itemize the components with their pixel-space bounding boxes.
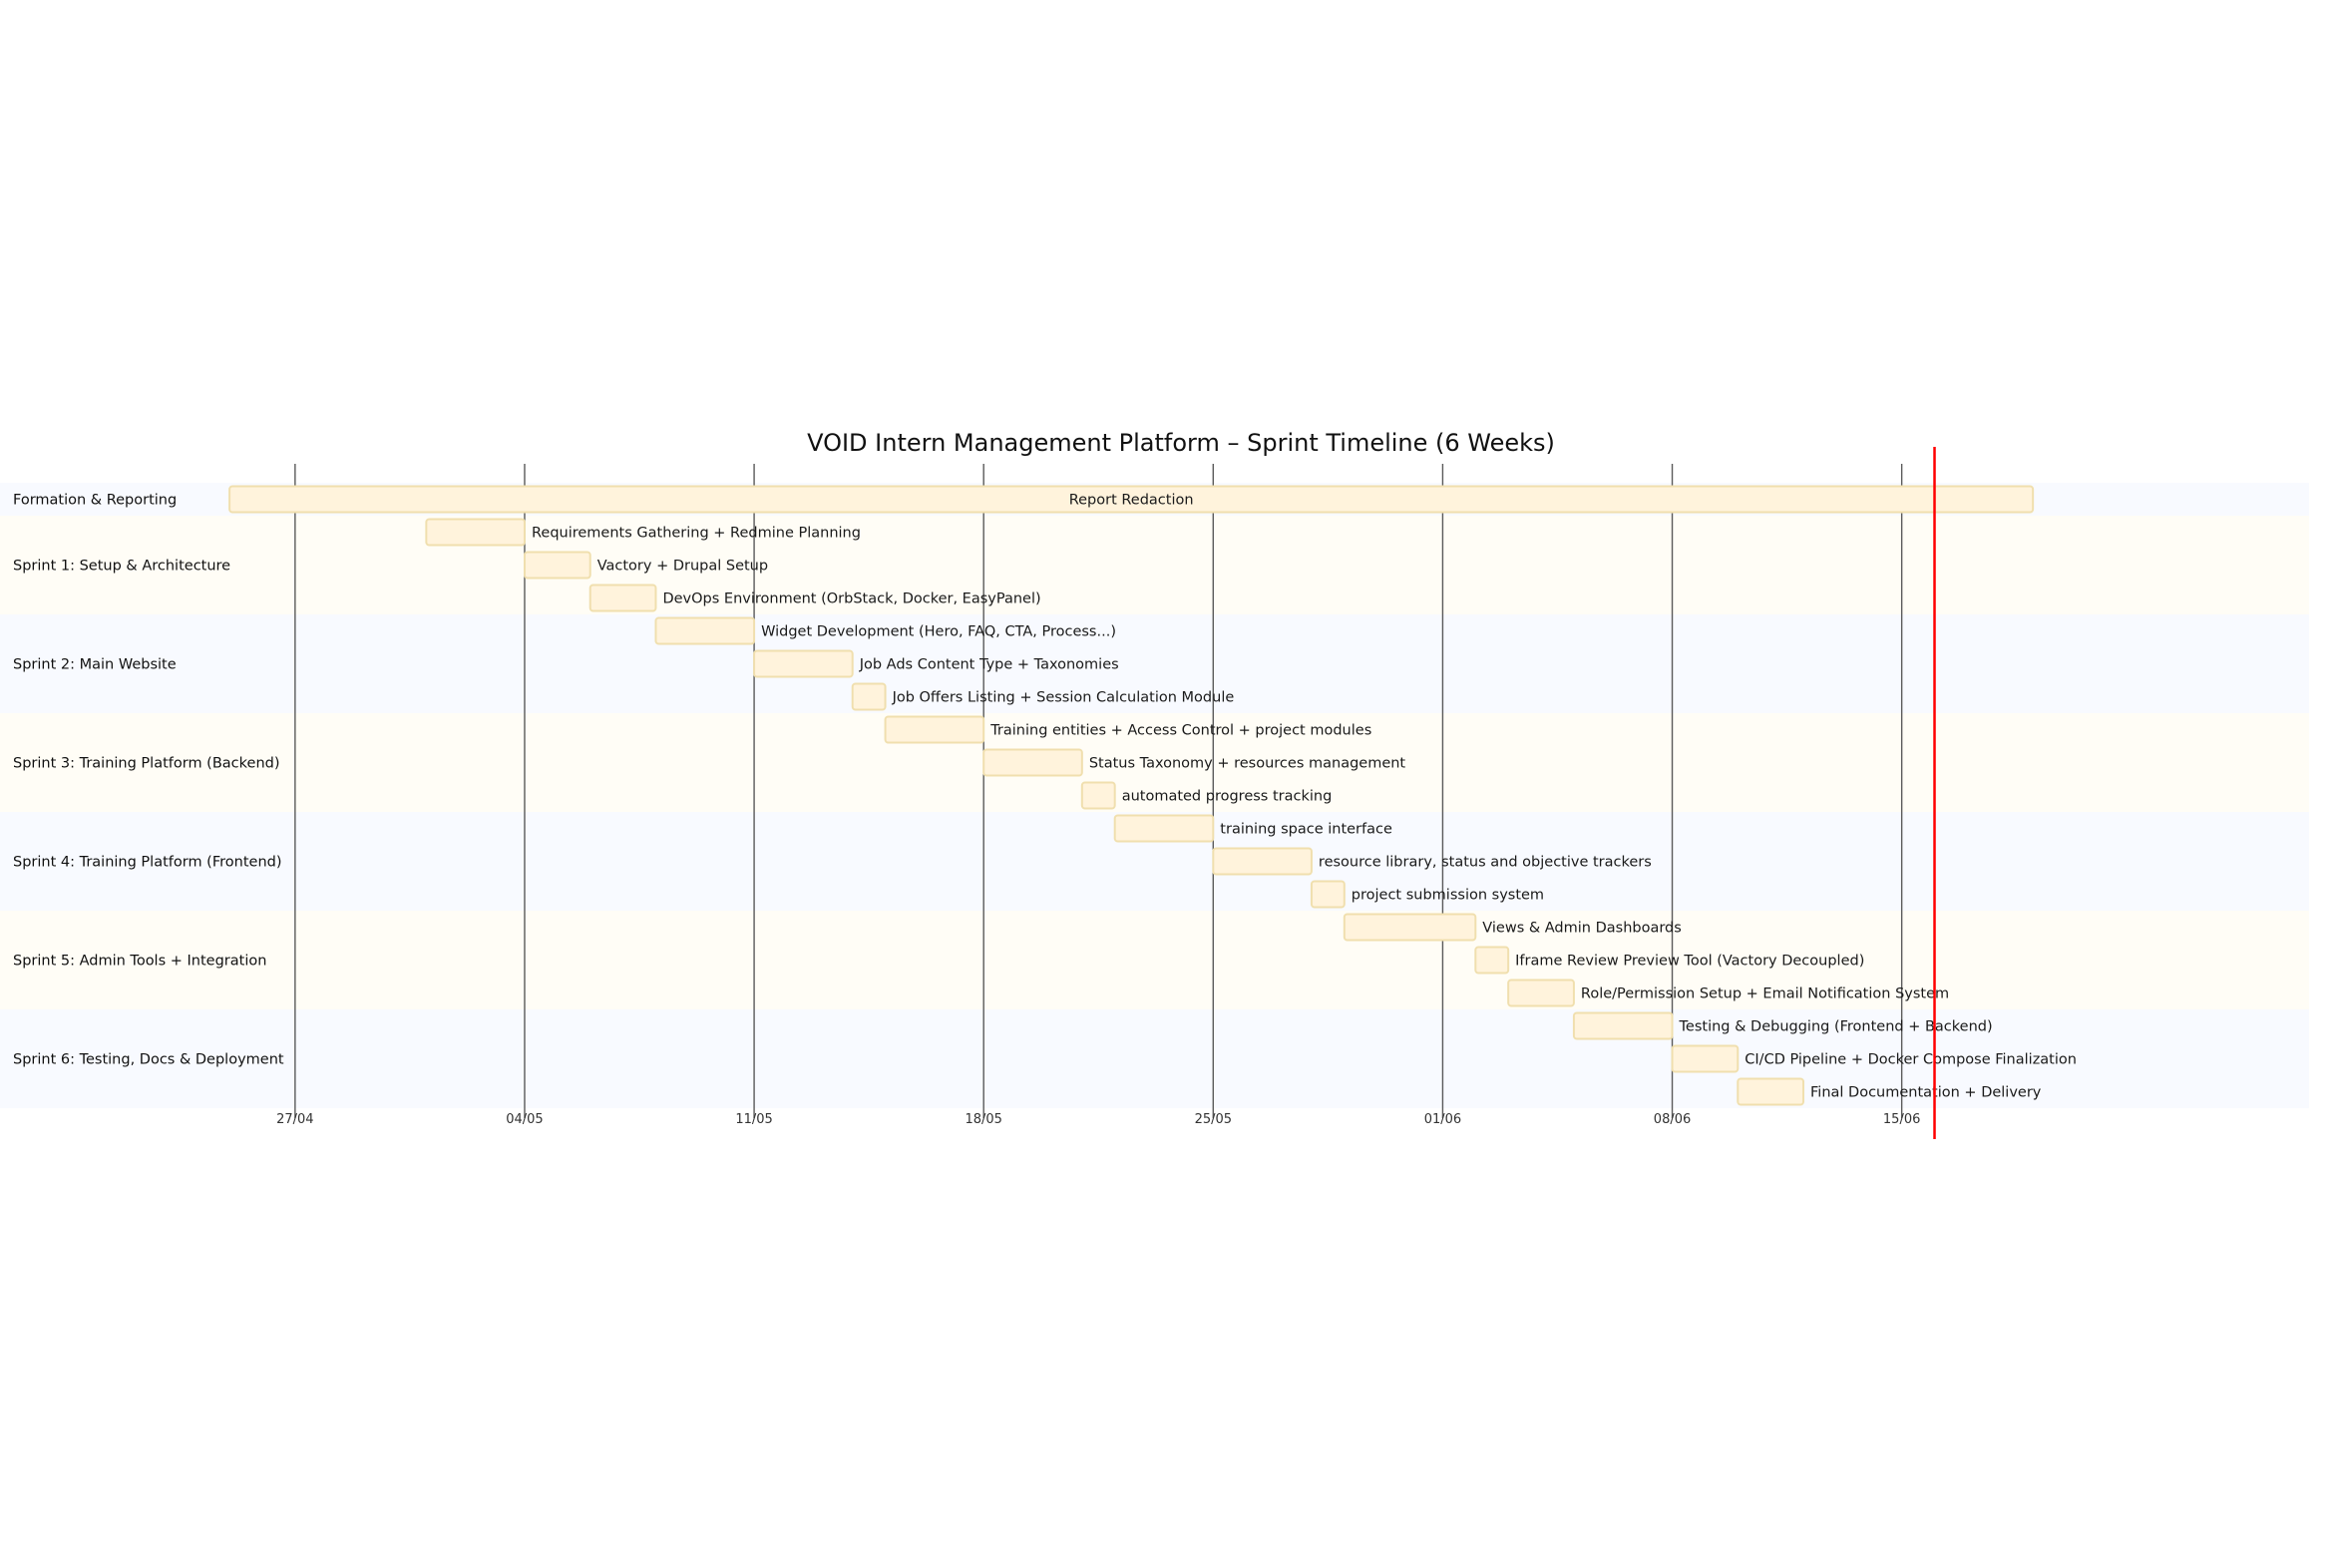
task-bar: [1113, 814, 1215, 843]
task-bar: [654, 616, 756, 645]
x-tick-label: 11/05: [735, 1112, 772, 1127]
section-band: [0, 713, 2309, 812]
task-bar: [588, 584, 657, 612]
x-tick-label: 27/04: [276, 1112, 313, 1127]
task-label: Views & Admin Dashboards: [1482, 921, 1682, 937]
x-tick-label: 15/06: [1883, 1112, 1920, 1127]
task-bar: [1671, 1044, 1740, 1073]
task-bar: [1212, 847, 1313, 876]
task-label: Report Redaction: [1069, 493, 1194, 509]
task-label: automated progress tracking: [1122, 789, 1333, 805]
task-bar: [1310, 880, 1346, 909]
x-tick-label: 01/06: [1424, 1112, 1461, 1127]
section-band: [0, 516, 2309, 614]
section-label: Sprint 2: Main Website: [13, 657, 177, 673]
task-label: resource library, status and objective t…: [1319, 855, 1652, 871]
x-tick-label: 08/06: [1654, 1112, 1691, 1127]
x-tick-label: 18/05: [965, 1112, 1001, 1127]
task-label: DevOps Environment (OrbStack, Docker, Ea…: [662, 591, 1040, 607]
task-label: Job Ads Content Type + Taxonomies: [859, 657, 1119, 673]
task-bar: [1572, 1011, 1674, 1040]
task-label: CI/CD Pipeline + Docker Compose Finaliza…: [1745, 1052, 2077, 1068]
task-label: Role/Permission Setup + Email Notificati…: [1581, 986, 1949, 1002]
section-label: Sprint 1: Setup & Architecture: [13, 559, 230, 575]
task-label: Testing & Debugging (Frontend + Backend): [1679, 1019, 1993, 1035]
section-band: [0, 911, 2309, 1009]
chart-title: VOID Intern Management Platform – Sprint…: [807, 429, 1555, 457]
task-bar: [982, 748, 1083, 777]
task-label: Status Taxonomy + resources management: [1089, 756, 1406, 772]
section-label: Sprint 5: Admin Tools + Integration: [13, 954, 266, 970]
section-label: Formation & Reporting: [13, 493, 177, 509]
task-bar: [1474, 946, 1510, 975]
x-tick-label: 04/05: [506, 1112, 543, 1127]
task-bar: [884, 715, 985, 744]
task-bar: [1507, 979, 1575, 1007]
task-bar: [228, 485, 2035, 514]
task-label: Iframe Review Preview Tool (Vactory Deco…: [1515, 954, 1864, 970]
task-label: Final Documentation + Delivery: [1810, 1085, 2042, 1101]
task-label: training space interface: [1220, 822, 1392, 838]
task-bar: [523, 551, 591, 580]
task-bar: [1343, 913, 1477, 942]
task-label: Job Offers Listing + Session Calculation…: [892, 690, 1235, 706]
task-label: Requirements Gathering + Redmine Plannin…: [532, 526, 861, 542]
x-tick-label: 25/05: [1195, 1112, 1232, 1127]
task-label: project submission system: [1352, 888, 1544, 904]
section-label: Sprint 4: Training Platform (Frontend): [13, 855, 282, 871]
section-band: [0, 614, 2309, 713]
section-band: [0, 1009, 2309, 1108]
task-label: Training entities + Access Control + pro…: [989, 723, 1371, 739]
task-bar: [851, 682, 887, 711]
task-bar: [753, 649, 854, 678]
section-label: Sprint 6: Testing, Docs & Deployment: [13, 1052, 284, 1068]
section-label: Sprint 3: Training Platform (Backend): [13, 756, 280, 772]
task-bar: [1737, 1077, 1805, 1106]
task-label: Vactory + Drupal Setup: [597, 559, 768, 575]
task-bar: [425, 518, 526, 547]
task-bar: [1080, 781, 1116, 810]
task-label: Widget Development (Hero, FAQ, CTA, Proc…: [761, 624, 1116, 640]
